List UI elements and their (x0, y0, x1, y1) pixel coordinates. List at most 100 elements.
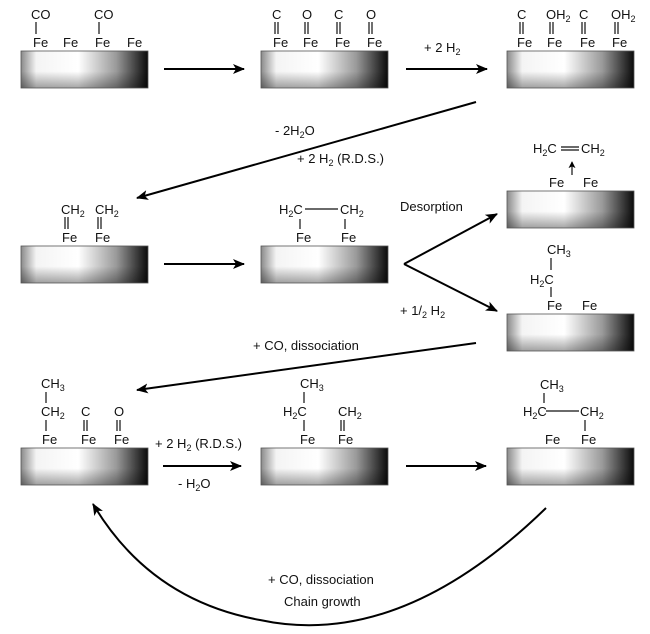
fe-site: Fe (582, 298, 597, 313)
fe-site: Fe (612, 35, 627, 50)
catalyst-slab (506, 313, 635, 352)
fe-site: Fe (580, 35, 595, 50)
carbon-adsorbate: C (272, 7, 281, 22)
oxygen-adsorbate: O (114, 404, 124, 419)
methylene-adsorbate: CH2 (61, 202, 85, 219)
fe-site: Fe (583, 175, 598, 190)
oxygen-adsorbate: O (302, 7, 312, 22)
fe-site: Fe (367, 35, 382, 50)
co-adsorbate: CO (31, 7, 51, 22)
double-bond (340, 420, 345, 431)
reagent-label: + CO, dissociation (268, 572, 374, 587)
reagent-label: + 2 H2 (R.D.S.) (297, 151, 384, 168)
fe-site: Fe (273, 35, 288, 50)
fe-site: Fe (42, 432, 57, 447)
carbon-adsorbate: C (579, 7, 588, 22)
fe-site: Fe (581, 432, 596, 447)
catalyst-slab (20, 447, 149, 486)
double-bond (561, 146, 579, 151)
fe-site: Fe (545, 432, 560, 447)
methyl-group: CH3 (41, 376, 65, 393)
surface-8: Fe Fe Fe CH2 CH3 C O (20, 376, 149, 486)
reaction-arrow (136, 342, 477, 394)
fe-site: Fe (62, 230, 77, 245)
methylene-group: CH2 (340, 202, 364, 219)
fe-site: Fe (517, 35, 532, 50)
reagent-label: + 1/2 H2 (400, 303, 445, 320)
fe-site: Fe (341, 230, 356, 245)
methylene-adsorbate: CH2 (95, 202, 119, 219)
methylene-group: H2C (279, 202, 303, 219)
fe-site: Fe (95, 230, 110, 245)
catalyst-slab (20, 245, 149, 284)
hydrogenation-arrow (403, 263, 498, 312)
double-bond (368, 22, 373, 34)
fe-site: Fe (549, 175, 564, 190)
methine-group: H2C (523, 404, 547, 421)
methylene-group: CH2 (41, 404, 65, 421)
reaction-arrow (136, 101, 477, 200)
double-bond (581, 22, 586, 34)
catalyst-slab (506, 50, 635, 89)
fe-site: Fe (127, 35, 142, 50)
ethylene-molecule: H2C (533, 141, 557, 158)
reagent-label: + 2 H2 (424, 40, 460, 57)
chain-growth-label: Chain growth (284, 594, 361, 609)
fe-site: Fe (114, 432, 129, 447)
fe-site: Fe (33, 35, 48, 50)
catalyst-slab (260, 245, 389, 284)
byproduct-label: - H2O (178, 476, 210, 493)
methylene-group: H2C (283, 404, 307, 421)
double-bond (614, 22, 619, 34)
byproduct-label: - 2H2O (275, 123, 315, 140)
double-bond (519, 22, 524, 34)
catalyst-slab (506, 447, 635, 486)
methylene-group: CH2 (338, 404, 362, 421)
fe-site: Fe (296, 230, 311, 245)
catalyst-slab (260, 50, 389, 89)
surface-10: Fe Fe H2C CH2 CH3 (506, 377, 635, 486)
fe-site: Fe (335, 35, 350, 50)
double-bond (97, 217, 102, 229)
double-bond (336, 22, 341, 34)
surface-1: Fe Fe Fe Fe CO CO (20, 7, 149, 89)
double-bond (83, 420, 88, 431)
methyl-group: CH3 (547, 242, 571, 259)
reagent-label: + CO, dissociation (253, 338, 359, 353)
surface-7: Fe Fe H2C CH3 (506, 242, 635, 352)
fe-site: Fe (95, 35, 110, 50)
fe-site: Fe (81, 432, 96, 447)
water-adsorbate: OH2 (611, 7, 636, 24)
co-adsorbate: CO (94, 7, 114, 22)
surface-4: Fe Fe CH2 CH2 (20, 202, 149, 284)
double-bond (304, 22, 309, 34)
desorption-arrow (403, 213, 498, 265)
fe-site: Fe (63, 35, 78, 50)
double-bond (116, 420, 121, 431)
catalyst-slab (20, 50, 149, 89)
carbon-adsorbate: C (334, 7, 343, 22)
methyl-group: CH3 (300, 376, 324, 393)
fe-site: Fe (300, 432, 315, 447)
fe-site: Fe (547, 35, 562, 50)
fe-site: Fe (547, 298, 562, 313)
oxygen-adsorbate: O (366, 7, 376, 22)
reagent-label: + 2 H2 (R.D.S.) (155, 436, 242, 453)
fe-site: Fe (338, 432, 353, 447)
surface-2: Fe Fe Fe Fe C O C O (260, 7, 389, 89)
catalyst-slab (506, 190, 635, 229)
chain-growth-arrow (92, 503, 547, 627)
desorption-label: Desorption (400, 199, 463, 214)
surface-5: Fe Fe H2C CH2 (260, 202, 389, 284)
fe-site: Fe (303, 35, 318, 50)
carbon-adsorbate: C (81, 404, 90, 419)
double-bond (549, 22, 554, 34)
carbon-adsorbate: C (517, 7, 526, 22)
double-bond (274, 22, 279, 34)
double-bond (64, 217, 69, 229)
water-adsorbate: OH2 (546, 7, 571, 24)
surface-9: Fe Fe H2C CH3 CH2 (260, 376, 389, 486)
methylene-group: CH2 (580, 404, 604, 421)
